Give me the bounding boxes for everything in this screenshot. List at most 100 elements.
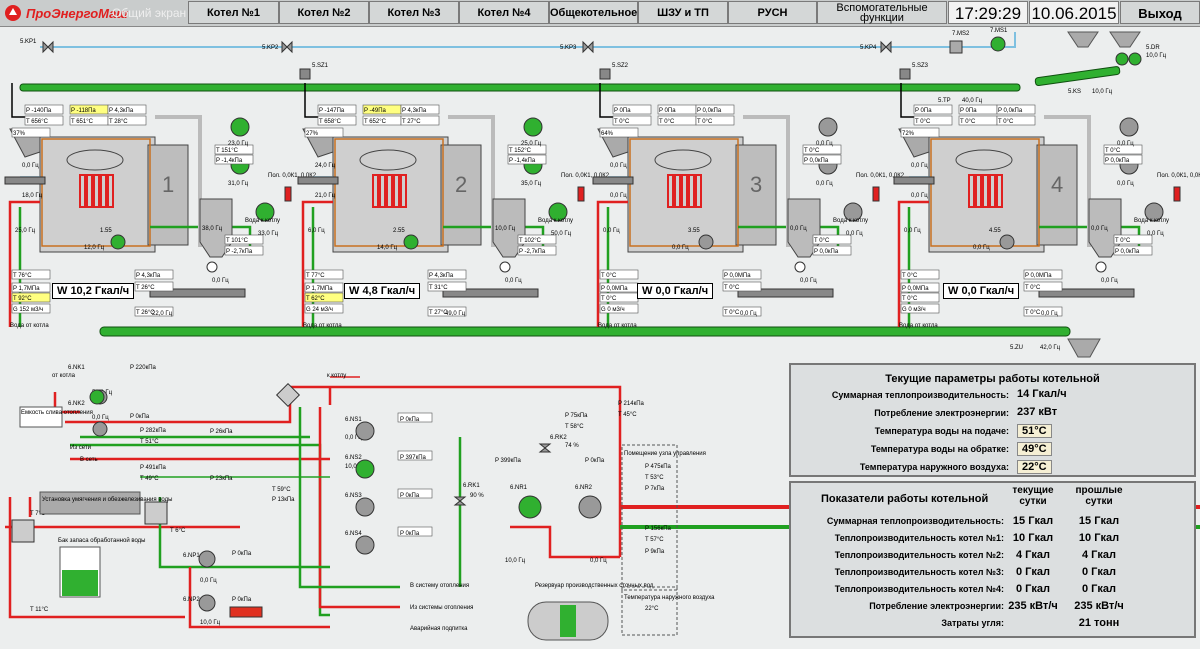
crusher-icon[interactable] bbox=[1115, 52, 1129, 66]
sensor-tb: T 26°C bbox=[136, 310, 155, 316]
chimney-icon bbox=[872, 186, 880, 202]
tab-boiler-4[interactable]: Котел №4 bbox=[459, 1, 549, 24]
sensor-pct: 37% bbox=[13, 131, 26, 137]
boiler-3-power: W 0,0 Гкал/ч bbox=[637, 283, 714, 299]
network-pump-label: 6.NS2 bbox=[345, 455, 362, 461]
network-pump-2-icon[interactable] bbox=[355, 459, 375, 479]
fan-icon[interactable] bbox=[999, 234, 1015, 250]
boiler-stats-panel: Показатели работы котельной текущие сутк… bbox=[789, 481, 1196, 638]
fan-icon[interactable] bbox=[990, 36, 1006, 52]
control-valve-icon[interactable] bbox=[453, 496, 467, 506]
tab-ash-removal[interactable]: ШЗУ и ТП bbox=[638, 1, 728, 24]
water-from-boiler-label: Вода от котла bbox=[303, 323, 342, 329]
sensor-t76: T 77°C bbox=[306, 273, 325, 279]
fan-icon[interactable] bbox=[110, 234, 126, 250]
crusher-icon[interactable] bbox=[1128, 52, 1142, 66]
sluice-icon[interactable] bbox=[206, 261, 218, 273]
valve-icon[interactable] bbox=[582, 40, 594, 54]
pump-icon[interactable] bbox=[92, 421, 108, 437]
sensor-p3: P 4,3кПа bbox=[109, 108, 134, 114]
boiler-4-power: W 0,0 Гкал/ч bbox=[943, 283, 1020, 299]
network-pump-pressure: P 0кПа bbox=[400, 493, 420, 499]
label-ns_val: 0,0 Гц bbox=[345, 435, 362, 441]
label-p26: P 26кПа bbox=[210, 429, 233, 435]
stats-title: Показатели работы котельной bbox=[821, 493, 989, 505]
fan-ds-icon[interactable] bbox=[843, 202, 863, 222]
sensor-tb: T 0°C bbox=[724, 310, 740, 316]
valve-icon[interactable] bbox=[880, 40, 892, 54]
sensor-p2: P -49Па bbox=[364, 108, 387, 114]
fan-icon[interactable] bbox=[403, 234, 419, 250]
recirc-pump-2-icon[interactable] bbox=[578, 495, 602, 519]
stat-previous: 235 кВт/ч bbox=[1074, 600, 1124, 612]
fan-vd1-icon[interactable] bbox=[523, 117, 543, 137]
sluice-icon[interactable] bbox=[499, 261, 511, 273]
fuel-conveyor-top bbox=[19, 83, 1021, 92]
label-to_net: В сеть bbox=[80, 457, 98, 463]
treated-water-tank-label: Бак запаса обработанной воды bbox=[58, 537, 145, 544]
feeder-icon[interactable] bbox=[599, 68, 611, 80]
water-from-boiler-label: Вода от котла bbox=[598, 323, 637, 329]
makeup-pump-icon[interactable] bbox=[198, 594, 216, 612]
label-nk2: 6.NK2 bbox=[68, 401, 85, 407]
ds2-frequency: 0,0 Гц bbox=[790, 226, 807, 232]
tab-rusn[interactable]: РУСН bbox=[728, 1, 817, 24]
tab-boiler-2[interactable]: Котел №2 bbox=[279, 1, 369, 24]
sensor-t92: T 0°C bbox=[902, 296, 918, 302]
company-logo: ПроЭнергоМаш bbox=[4, 3, 128, 23]
network-pump-4-icon[interactable] bbox=[355, 535, 375, 555]
sensor-p17: P 0,0МПа bbox=[902, 286, 929, 292]
makeup-pump-icon[interactable] bbox=[198, 550, 216, 568]
fan-vd1-icon[interactable] bbox=[1119, 117, 1139, 137]
tab-general[interactable]: Общекотельное bbox=[549, 1, 638, 24]
network-pump-pressure: P 0кПа bbox=[400, 531, 420, 537]
fan-ds-icon[interactable] bbox=[548, 202, 568, 222]
logo-text: ПроЭнергоМаш bbox=[26, 5, 128, 21]
label-sz1: 5.SZ1 bbox=[312, 63, 329, 69]
stoker-label: 1.55 bbox=[100, 228, 112, 234]
pump-icon[interactable] bbox=[89, 389, 105, 405]
fan-icon[interactable] bbox=[698, 234, 714, 250]
label-ms2: 7.MS2 bbox=[952, 31, 970, 37]
tab-aux-functions[interactable]: Вспомогательные функции bbox=[817, 1, 947, 24]
vd1-frequency: 25,0 Гц bbox=[521, 141, 542, 147]
sensor-t151: T 0°C bbox=[804, 148, 820, 154]
label-from_net: Из сети bbox=[70, 445, 91, 451]
feeder-icon[interactable] bbox=[299, 68, 311, 80]
fan-vd1-icon[interactable] bbox=[818, 117, 838, 137]
sensor-p3: P 4,3кПа bbox=[402, 108, 427, 114]
param-label: Суммарная теплопроизводительность: bbox=[831, 390, 1009, 400]
fan-frequency: 25,0 Гц bbox=[15, 228, 36, 234]
tab-boiler-3[interactable]: Котел №3 bbox=[369, 1, 459, 24]
recirc-pump-1-icon[interactable] bbox=[518, 495, 542, 519]
network-pump-1-icon[interactable] bbox=[355, 421, 375, 441]
control-valve-icon[interactable] bbox=[538, 443, 552, 453]
fan-ds-icon[interactable] bbox=[1144, 202, 1164, 222]
label-sz3: 5.SZ3 bbox=[912, 63, 929, 69]
drain-tank-label: Емкость слива отопления bbox=[21, 410, 93, 416]
valve-icon[interactable] bbox=[42, 40, 54, 54]
sensor-p27: P -2,7кПа bbox=[226, 249, 253, 255]
sluice-icon[interactable] bbox=[1095, 261, 1107, 273]
valve-icon[interactable] bbox=[281, 40, 293, 54]
sluice-icon[interactable] bbox=[794, 261, 806, 273]
clock-time: 17:29:29 bbox=[948, 1, 1028, 24]
heat-exchanger-icon bbox=[11, 519, 35, 543]
sensor-tb: T 0°C bbox=[1025, 310, 1041, 316]
sensor-p43: P 0,0МПа bbox=[1025, 273, 1052, 279]
feeder-icon[interactable] bbox=[899, 68, 911, 80]
fan-ds-icon[interactable] bbox=[255, 202, 275, 222]
water-to-boiler-label: Вода к котлу bbox=[833, 218, 868, 224]
stoker-frequency: 14,0 Гц bbox=[377, 245, 398, 251]
label-from_boiler: от котла bbox=[52, 373, 76, 379]
label-p0: P 0кПа bbox=[130, 414, 150, 420]
label-ks: 5.KS bbox=[1068, 89, 1081, 95]
tab-boiler-1[interactable]: Котел №1 bbox=[188, 1, 279, 24]
label-t58: T 58°C bbox=[565, 424, 584, 430]
network-pump-3-icon[interactable] bbox=[355, 497, 375, 517]
stoker-label: 4.55 bbox=[989, 228, 1001, 234]
exit-button[interactable]: Выход bbox=[1120, 1, 1200, 24]
sensor-t26: T 31°C bbox=[429, 285, 448, 291]
heat-exchanger-icon bbox=[144, 501, 168, 525]
fan-vd1-icon[interactable] bbox=[230, 117, 250, 137]
